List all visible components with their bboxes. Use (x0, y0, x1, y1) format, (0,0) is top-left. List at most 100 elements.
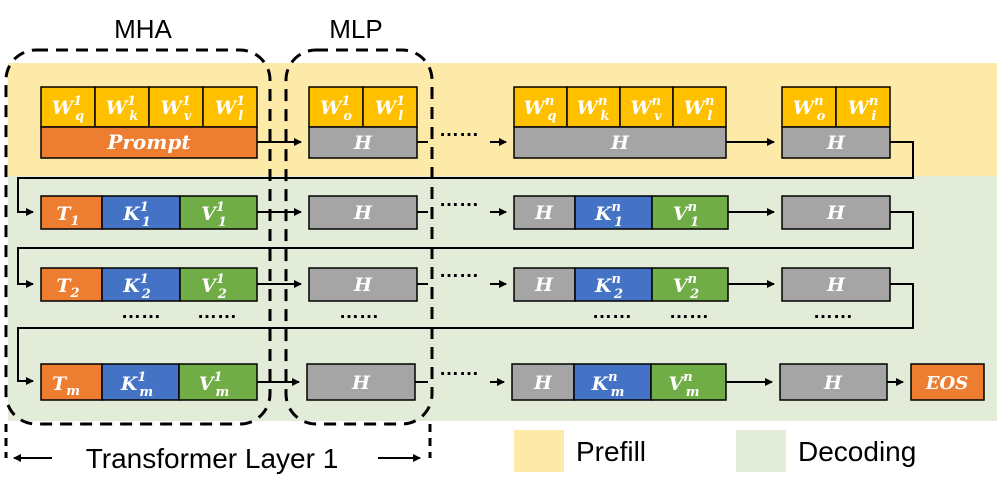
prompt-box (40, 126, 258, 159)
label-mlp-h-m: H (351, 372, 371, 394)
label-mlp-h-2: H (353, 274, 373, 296)
label-hn-2: H (534, 274, 554, 296)
weight-wv1 (148, 86, 204, 128)
mlp-h-box (308, 126, 418, 159)
prefill-row (40, 86, 891, 159)
weight-wqn (513, 86, 568, 128)
weight-wkn (566, 86, 621, 128)
mlp-h-1 (308, 195, 418, 230)
weight-wl1-mlp (362, 86, 418, 128)
key-kn-m (573, 363, 652, 401)
ellipsis-lasth: …… (813, 301, 853, 323)
last-mlp-h-box (781, 126, 891, 159)
value-vn-m (650, 363, 727, 401)
label-tm: Tm (52, 373, 80, 399)
label-last-h-1: H (826, 202, 846, 224)
ellipsis-prefill: …… (439, 119, 479, 141)
label-eos: EOS (925, 373, 968, 394)
label-mlp-h-1: H (353, 202, 373, 224)
ellipsis-rowm: …… (439, 358, 479, 380)
mlp-group-outline (284, 48, 434, 426)
hn-2 (513, 267, 576, 302)
ellipsis-row2: …… (439, 260, 479, 282)
label-t1: T1 (56, 203, 79, 229)
value-vm-1 (178, 363, 258, 401)
decode-row-2 (40, 267, 891, 302)
label-hn-m: H (533, 372, 553, 394)
weight-wvn (619, 86, 674, 128)
key-kn-1 (574, 195, 653, 230)
weight-wo1 (308, 86, 364, 128)
label-last-h-m: H (823, 372, 843, 394)
last-h-1 (781, 195, 891, 230)
decode-row-m (40, 363, 985, 401)
mlp-h-m (306, 363, 416, 401)
value-vn-2 (651, 267, 729, 302)
last-h-m (779, 363, 888, 401)
connectors (17, 138, 914, 386)
mlp-label: MLP (329, 14, 382, 44)
legend: Prefill Decoding (514, 430, 916, 472)
key-km-1 (101, 363, 180, 401)
last-h-2 (781, 267, 891, 302)
label-t2: T2 (56, 275, 79, 301)
label-last-h-2: H (826, 274, 846, 296)
label-mlp-h: H (353, 132, 373, 154)
key-k1-1 (101, 195, 181, 230)
eos-box (910, 363, 985, 401)
label-hn-1: H (534, 202, 554, 224)
label-last-mlp-h: H (826, 132, 846, 154)
value-v2-1 (179, 267, 258, 302)
value-v1-1 (179, 195, 258, 230)
label-last-mha-h: H (610, 132, 630, 154)
legend-decoding-label: Decoding (798, 436, 916, 467)
token-t2 (40, 267, 103, 302)
ellipsis-mlp: …… (339, 301, 379, 323)
legend-prefill-label: Prefill (576, 436, 646, 467)
layer-span: Transformer Layer 1 (13, 443, 421, 474)
ellipsis-k1: …… (121, 301, 161, 323)
legend-prefill-swatch (514, 430, 564, 472)
layer-label: Transformer Layer 1 (86, 443, 339, 474)
ellipsis-v1: …… (197, 301, 237, 323)
mha-group-outline (4, 48, 272, 426)
weight-wln (672, 86, 727, 128)
mlp-h-2 (308, 267, 418, 302)
legend-decoding-swatch (736, 430, 786, 472)
ellipsis-kn: …… (592, 301, 632, 323)
label-prompt: Prompt (106, 130, 191, 154)
hn-m (511, 363, 575, 401)
token-tm (40, 363, 103, 401)
hn-1 (513, 195, 576, 230)
mha-label: MHA (114, 14, 172, 44)
value-vn-1 (651, 195, 729, 230)
decode-row-1 (40, 195, 891, 230)
weight-win (835, 86, 891, 128)
ellipsis-row1: …… (439, 189, 479, 211)
key-kn-2 (574, 267, 653, 302)
ellipses: …… …… …… …… …… …… …… …… …… …… (121, 119, 853, 380)
